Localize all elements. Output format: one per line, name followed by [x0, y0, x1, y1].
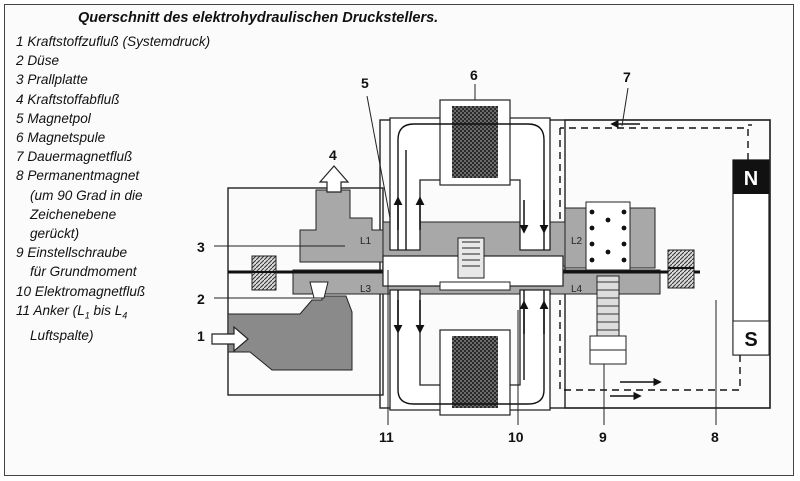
legend-item: 9 Einstellschraube	[16, 245, 128, 261]
callout-4: 4	[329, 147, 337, 163]
callout-8: 8	[711, 429, 719, 445]
legend-item: 2 Düse	[16, 53, 60, 69]
nozzle	[309, 281, 329, 299]
legend-item: 10 Elektromagnetfluß	[16, 283, 146, 299]
seal-left	[251, 255, 277, 291]
seal-right	[667, 249, 695, 289]
armature	[382, 237, 564, 291]
callout-9: 9	[599, 429, 607, 445]
spring-block	[585, 201, 631, 271]
air-gap-l1-label: L1	[360, 236, 372, 247]
callout-7: 7	[623, 69, 631, 85]
permanent-flux-path	[559, 124, 752, 391]
legend-item: 5 Magnetpol	[16, 110, 91, 126]
legend-item: (um 90 Grad in die	[30, 187, 143, 203]
callout-1: 1	[197, 328, 205, 344]
magnet-coil-upper	[439, 99, 511, 186]
magnet-coil-lower	[439, 329, 511, 416]
figure-title: Querschnitt des elektrohydraulischen Dru…	[78, 10, 439, 26]
legend-item: für Grundmoment	[30, 264, 137, 280]
legend-item: 8 Permanentmagnet	[16, 168, 140, 184]
callout-3: 3	[197, 239, 205, 255]
air-gap-l2-label: L2	[571, 236, 583, 247]
legend-item: 6 Magnetspule	[16, 130, 106, 146]
air-gap-l4-label: L4	[571, 284, 583, 295]
callout-2: 2	[197, 291, 205, 307]
legend-item: 4 Kraftstoffabfluß	[16, 91, 120, 107]
legend-item: Zeichenebene	[30, 206, 117, 222]
legend-item: 1 Kraftstoffzufluß (Systemdruck)	[16, 34, 211, 49]
legend-item: 11 Anker (L1 bis L4	[16, 302, 128, 321]
magnet-north-label: N	[744, 168, 758, 190]
legend-item: Luftspalte)	[30, 327, 94, 343]
outflow-arrow	[318, 165, 350, 193]
electromagnetic-flux-arrows	[397, 123, 545, 405]
legend-item: 3 Prallplatte	[16, 72, 88, 88]
inflow-arrow	[211, 325, 249, 353]
legend-item: 7 Dauermagnetfluß	[16, 149, 133, 165]
fuel-inlet-channel	[227, 295, 353, 371]
permanent-magnet: N S	[732, 159, 770, 356]
callout-11: 11	[379, 429, 394, 445]
callout-10: 10	[508, 429, 524, 445]
legend-item: gerückt)	[30, 226, 80, 242]
magnet-south-label: S	[744, 329, 757, 351]
callout-5: 5	[361, 75, 369, 91]
adjusting-screw	[589, 275, 627, 365]
air-gap-l3-label: L3	[360, 284, 372, 295]
callout-leaders	[214, 84, 717, 425]
legend-list: 1 Kraftstoffzufluß (Systemdruck) 2 Düse 3 …	[16, 32, 231, 345]
callout-6: 6	[470, 67, 478, 83]
